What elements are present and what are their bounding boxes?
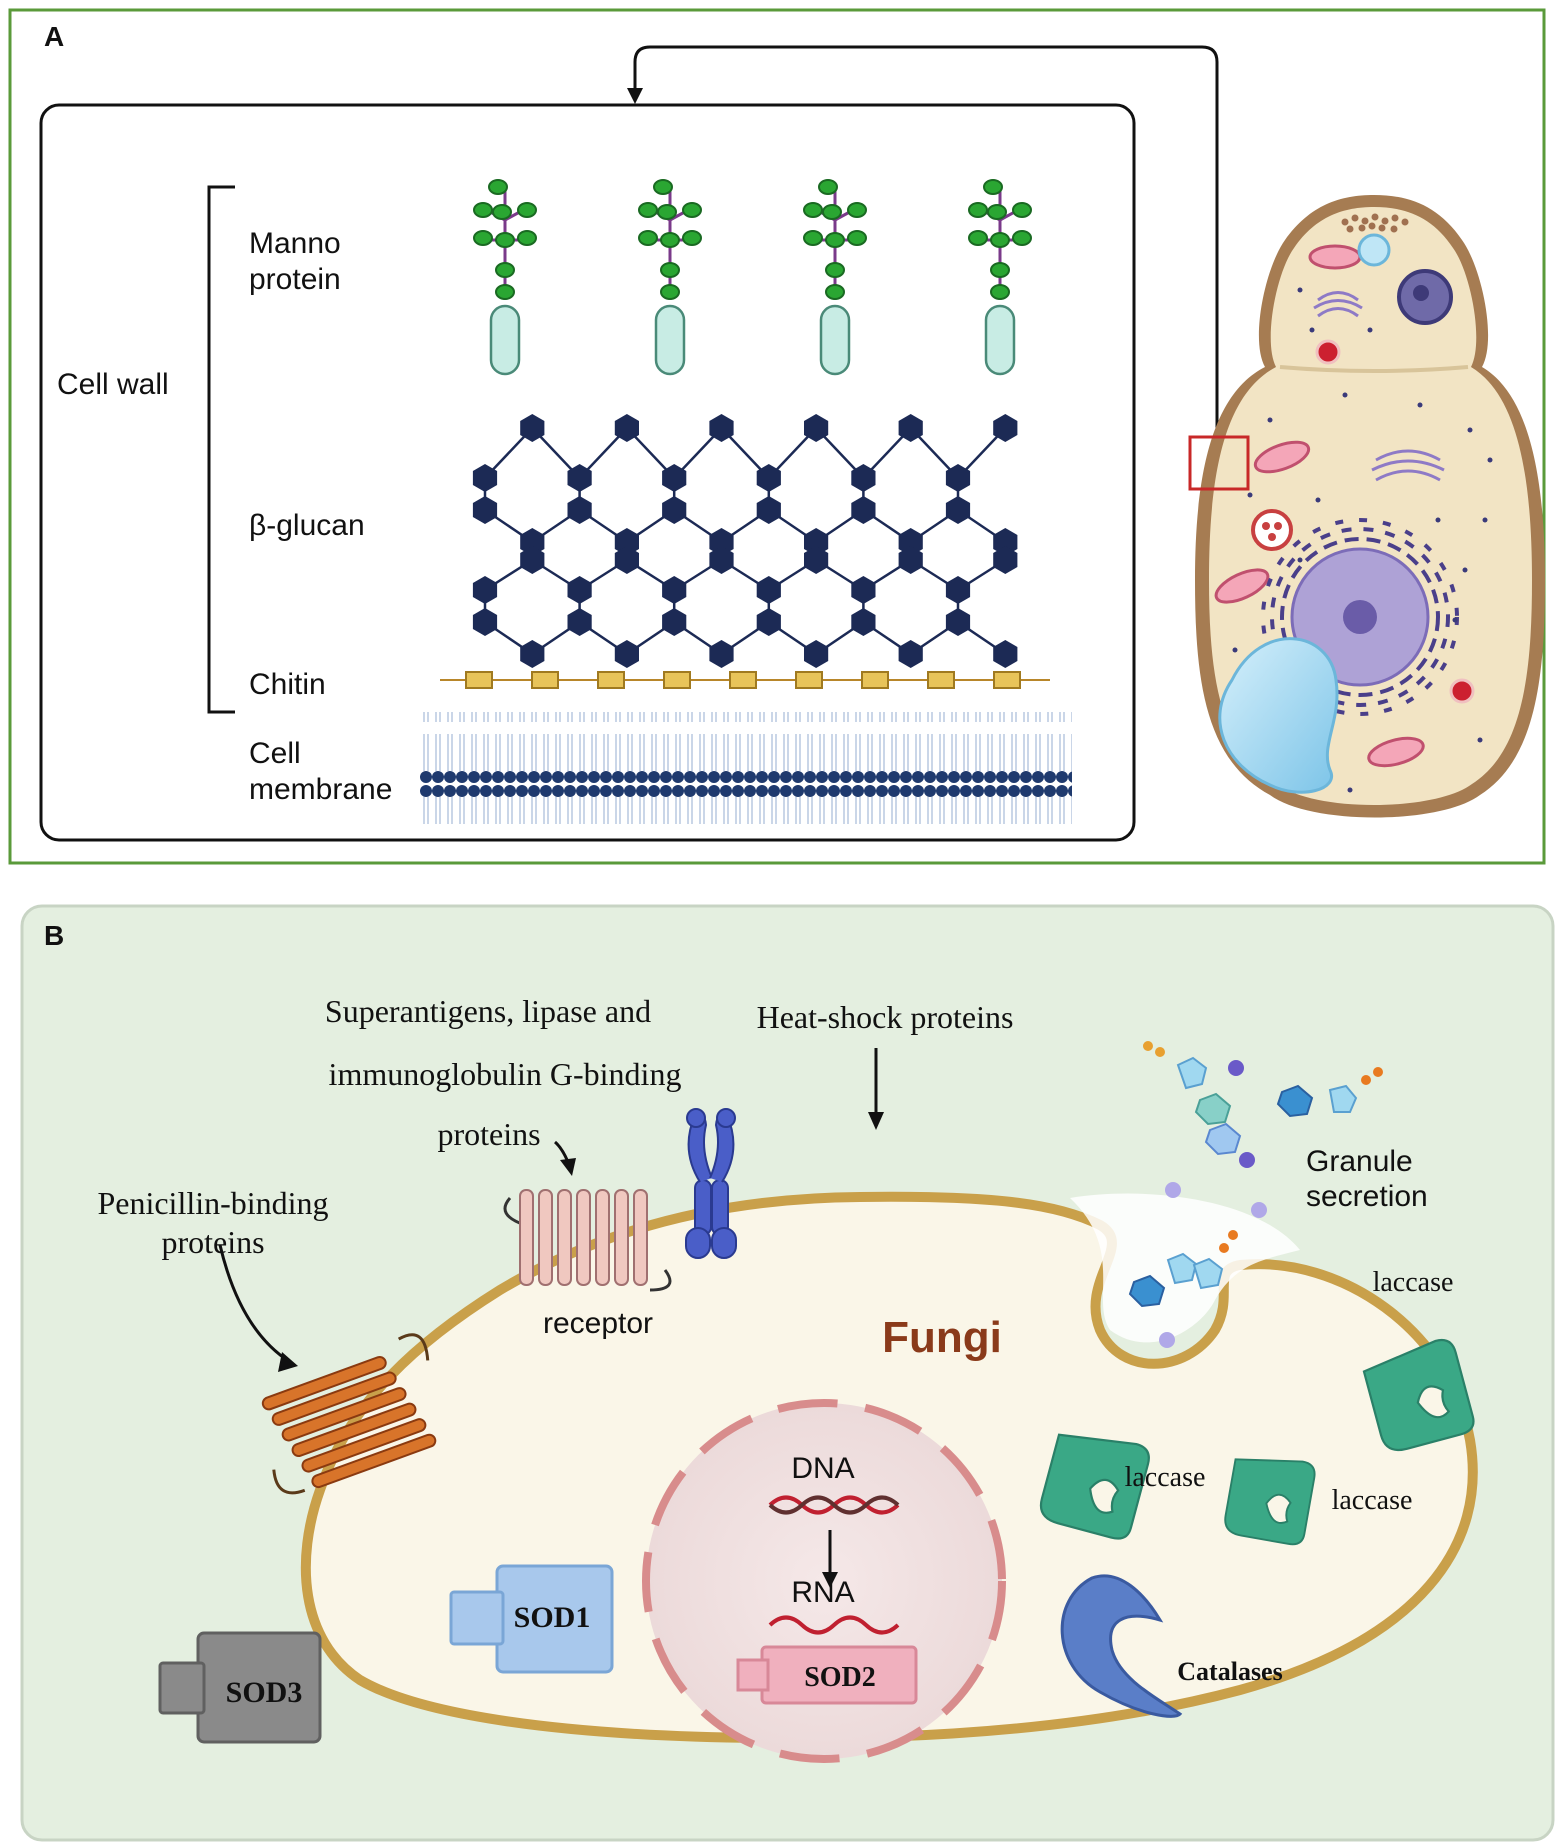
label-sod1: SOD1 bbox=[514, 1601, 591, 1634]
mitochondrion bbox=[1214, 568, 1270, 604]
vacuole bbox=[1218, 637, 1339, 794]
sod2-enzyme bbox=[736, 1645, 918, 1705]
label-sod2: SOD2 bbox=[804, 1662, 876, 1693]
label-granule-line1: Granule bbox=[1306, 1145, 1413, 1178]
label-catalases: Catalases bbox=[1177, 1657, 1282, 1686]
label-penicillin-line1: Penicillin-binding bbox=[97, 1185, 328, 1221]
mannoprotein bbox=[803, 179, 867, 376]
mannoprotein bbox=[638, 179, 702, 376]
label-chitin: Chitin bbox=[249, 668, 326, 701]
laccase-enzyme bbox=[1224, 1458, 1316, 1546]
gpcr-receptor bbox=[503, 1189, 672, 1292]
label-superantigens-line1: Superantigens, lipase and bbox=[325, 993, 651, 1029]
sod1-enzyme bbox=[449, 1564, 614, 1674]
zoom-connector-arrow bbox=[633, 45, 1219, 440]
penicillin-binding-protein bbox=[261, 1333, 437, 1495]
rna-strand bbox=[768, 1615, 900, 1635]
dna-helix bbox=[768, 1495, 900, 1515]
label-cell-wall: Cell wall bbox=[57, 368, 169, 401]
mitochondrion bbox=[1253, 440, 1311, 474]
label-membrane-line2: membrane bbox=[249, 773, 392, 806]
sod3-enzyme bbox=[158, 1631, 322, 1744]
label-superantigens-line2: immunoglobulin G-binding bbox=[329, 1056, 682, 1092]
label-laccase-3: laccase bbox=[1332, 1485, 1413, 1516]
golgi bbox=[1371, 449, 1445, 482]
endoplasmic-reticulum bbox=[1261, 518, 1459, 716]
label-superantigens-line3: proteins bbox=[437, 1116, 540, 1152]
zoom-arrowhead bbox=[627, 88, 643, 104]
immunoglobulin-like-receptor bbox=[685, 1108, 737, 1259]
label-rna: RNA bbox=[791, 1576, 854, 1609]
label-laccase-1: laccase bbox=[1373, 1267, 1454, 1298]
mitochondrion bbox=[1367, 736, 1425, 768]
mannoprotein bbox=[473, 179, 537, 376]
label-heat-shock: Heat-shock proteins bbox=[757, 999, 1014, 1035]
cell-membrane-bilayer bbox=[420, 712, 1072, 824]
panel-a-letter: A bbox=[44, 21, 64, 52]
molecule-cluster bbox=[1143, 1041, 1242, 1156]
molecule-cluster bbox=[1276, 1067, 1383, 1118]
peroxisome bbox=[1315, 339, 1341, 365]
molecule-cluster bbox=[1128, 1230, 1238, 1308]
label-granule-line2: secretion bbox=[1306, 1180, 1428, 1213]
laccase-enzyme bbox=[1039, 1433, 1150, 1540]
vesicle bbox=[1357, 233, 1391, 267]
label-sod3: SOD3 bbox=[226, 1676, 303, 1709]
yeast-cell bbox=[1195, 195, 1545, 818]
laccase-enzyme bbox=[1362, 1338, 1475, 1452]
nucleolus bbox=[1343, 600, 1377, 634]
label-laccase-2: laccase bbox=[1125, 1462, 1206, 1493]
cell-wall-bracket bbox=[207, 185, 235, 714]
label-membrane-line1: Cell bbox=[249, 737, 301, 770]
label-receptor: receptor bbox=[543, 1307, 653, 1340]
label-manno-line1: Manno bbox=[249, 227, 341, 260]
mitochondrion bbox=[1308, 244, 1362, 270]
peroxisome bbox=[1449, 678, 1475, 704]
zoom-region-marker bbox=[1188, 435, 1250, 491]
chitin-chain bbox=[440, 671, 1050, 689]
panel-b-letter: B bbox=[44, 920, 64, 951]
beta-glucan-network bbox=[472, 414, 1018, 668]
mannoprotein bbox=[968, 179, 1032, 376]
lysosome bbox=[1251, 509, 1293, 551]
label-fungi: Fungi bbox=[882, 1313, 1002, 1362]
mannoprotein-group bbox=[473, 179, 1032, 376]
label-dna: DNA bbox=[791, 1452, 854, 1485]
label-glucan: β-glucan bbox=[249, 509, 365, 542]
label-manno-line2: protein bbox=[249, 263, 341, 296]
catalase-enzyme bbox=[1060, 1574, 1183, 1718]
arrow-penicillin bbox=[218, 1244, 291, 1364]
label-penicillin-line2: proteins bbox=[161, 1224, 264, 1260]
golgi bbox=[1313, 291, 1363, 318]
granule-molecules bbox=[1128, 1041, 1383, 1348]
